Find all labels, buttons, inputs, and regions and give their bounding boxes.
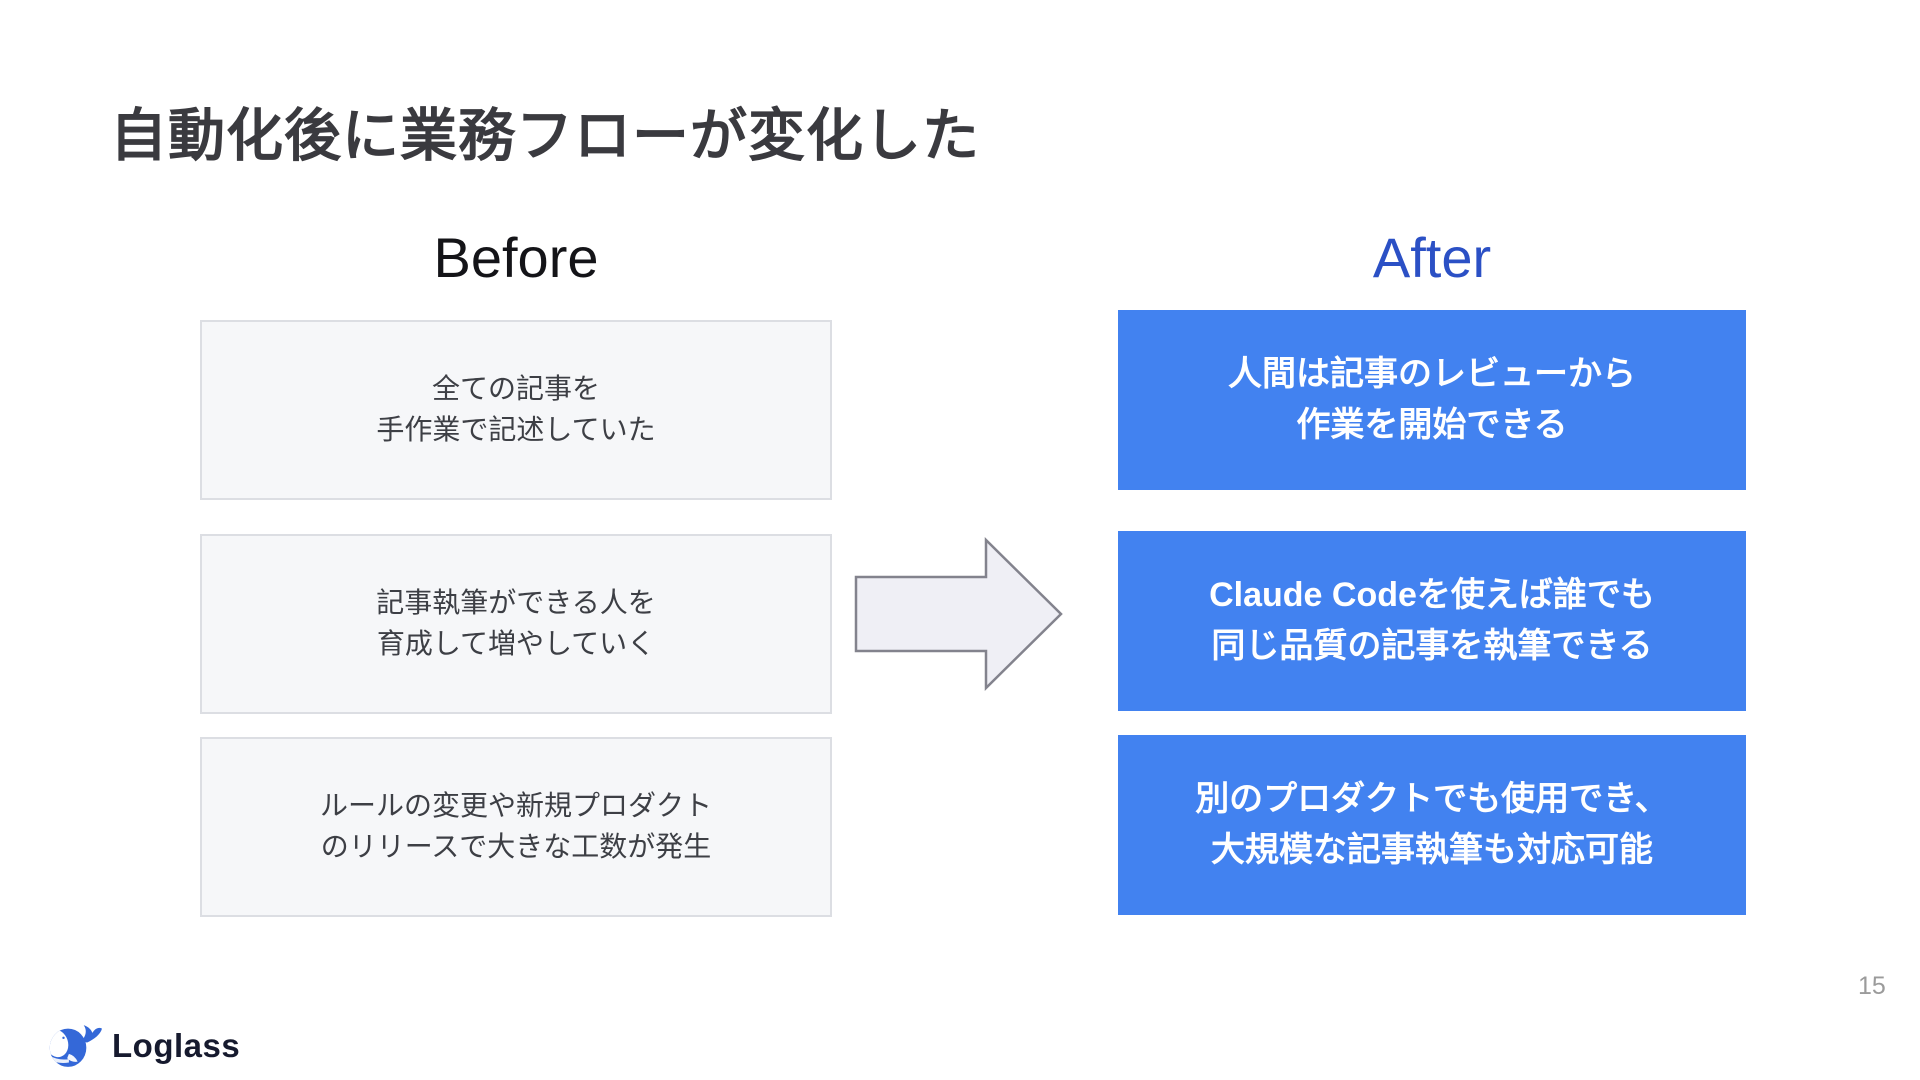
before-box-1-line-1: 全ての記事を <box>431 373 600 405</box>
before-box-1: 全ての記事を 手作業で記述していた <box>200 320 832 500</box>
before-box-3-line-1: ルールの変更や新規プロダクト <box>319 790 712 822</box>
after-box-3-line-2: 大規模な記事執筆も対応可能 <box>1211 831 1653 869</box>
after-heading: After <box>1372 225 1492 289</box>
whale-icon <box>49 1025 102 1067</box>
after-box-1: 人間は記事のレビューから 作業を開始できる <box>1118 310 1746 490</box>
after-box-1-line-2: 作業を開始できる <box>1296 406 1568 444</box>
after-box-3-line-1: 別のプロダクトでも使用でき、 <box>1195 780 1669 818</box>
slide-title: 自動化後に業務フローが変化した <box>110 104 980 168</box>
before-box-2-line-2: 育成して増やしていく <box>376 628 656 659</box>
before-box-2-line-1: 記事執筆ができる人を <box>376 587 656 619</box>
after-box-3: 別のプロダクトでも使用でき、 大規模な記事執筆も対応可能 <box>1118 735 1746 915</box>
before-box-3-line-2: のリリースで大きな工数が発生 <box>320 831 712 862</box>
logo-text: Loglass <box>112 1027 241 1064</box>
loglass-logo: Loglass <box>48 1022 240 1070</box>
before-box-1-line-2: 手作業で記述していた <box>376 414 656 445</box>
before-heading: Before <box>433 225 599 289</box>
after-box-2-line-2: 同じ品質の記事を執筆できる <box>1211 627 1653 665</box>
after-box-2-line-1: Claude Codeを使えば誰でも <box>1209 576 1655 614</box>
after-box-1-line-1: 人間は記事のレビューから <box>1228 355 1636 393</box>
flow-right-arrow-icon <box>854 537 1063 691</box>
before-box-2: 記事執筆ができる人を 育成して増やしていく <box>200 534 832 714</box>
after-box-2: Claude Codeを使えば誰でも 同じ品質の記事を執筆できる <box>1118 531 1746 711</box>
page-number: 15 <box>1858 972 1886 1000</box>
before-box-3: ルールの変更や新規プロダクト のリリースで大きな工数が発生 <box>200 737 832 917</box>
